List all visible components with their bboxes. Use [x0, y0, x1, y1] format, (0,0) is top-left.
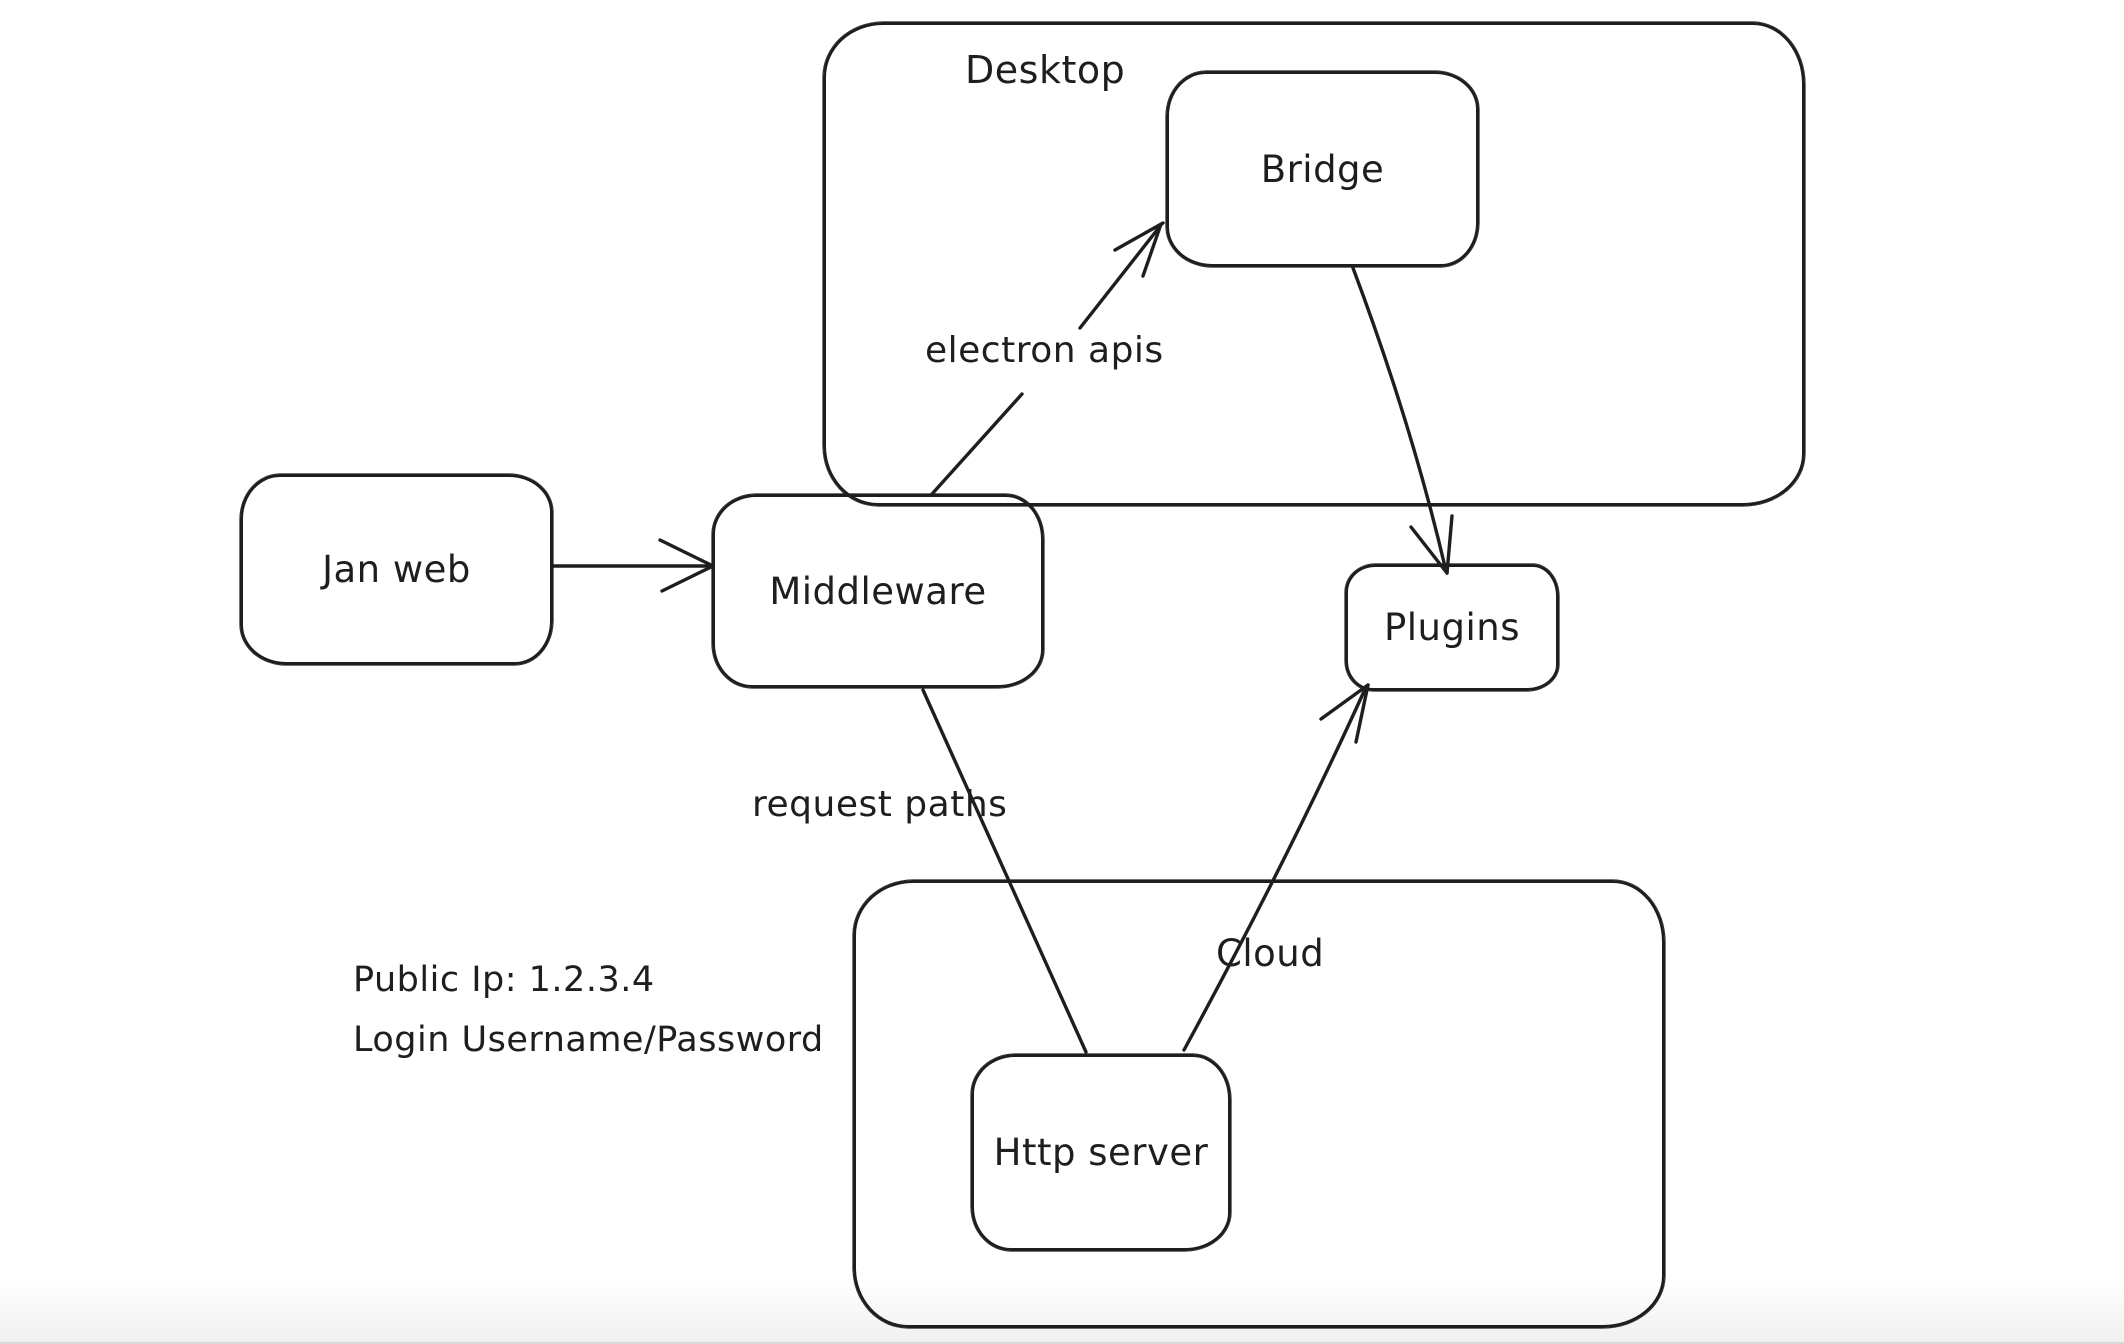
- container-cloud-label: Cloud: [1216, 932, 1325, 975]
- edge-arrowhead: [1445, 514, 1454, 575]
- edge-middleware-to-bridge[interactable]: [930, 221, 1165, 496]
- node-jan-web-label: Jan web: [322, 548, 471, 591]
- node-http-server-label: Http server: [993, 1131, 1209, 1174]
- edge-label-electron-apis[interactable]: electron apis: [925, 330, 1164, 371]
- edge-arrowhead: [1319, 683, 1370, 721]
- node-bridge-label: Bridge: [1260, 147, 1385, 191]
- edge-janweb-to-middleware[interactable]: [551, 538, 715, 593]
- edge-arrowhead: [1141, 225, 1162, 278]
- edge-httpserver-to-plugins[interactable]: [1182, 683, 1370, 1052]
- node-http-server[interactable]: Http server: [971, 1054, 1231, 1251]
- edge-arrowhead: [1409, 525, 1449, 575]
- node-plugins[interactable]: Plugins: [1345, 564, 1559, 691]
- annotation-credentials[interactable]: Public Ip: 1.2.3.4 Login Username/Passwo…: [353, 950, 824, 1070]
- edge-line: [1351, 266, 1448, 573]
- node-jan-web[interactable]: Jan web: [240, 474, 553, 665]
- edge-bridge-to-plugins[interactable]: [1351, 266, 1454, 575]
- node-middleware-label: Middleware: [769, 569, 987, 613]
- node-bridge[interactable]: Bridge: [1166, 71, 1479, 267]
- edge-arrowhead: [1354, 683, 1370, 744]
- container-desktop[interactable]: [823, 22, 1805, 506]
- annotation-login: Login Username/Password: [353, 1020, 824, 1060]
- edge-arrowhead: [658, 538, 715, 593]
- edge-line: [1182, 685, 1368, 1052]
- container-cloud[interactable]: [853, 880, 1665, 1328]
- edge-arrowhead: [1113, 221, 1165, 252]
- edge-line: [930, 392, 1024, 496]
- edge-line: [921, 688, 1088, 1054]
- annotation-public-ip: Public Ip: 1.2.3.4: [353, 960, 655, 1000]
- container-desktop-label: Desktop: [965, 48, 1126, 92]
- edge-line: [1078, 223, 1163, 330]
- edge-middleware-to-httpserver[interactable]: [921, 688, 1088, 1054]
- node-middleware[interactable]: Middleware: [712, 494, 1044, 688]
- edge-label-request-paths[interactable]: request paths: [752, 784, 1008, 825]
- node-plugins-label: Plugins: [1383, 606, 1521, 649]
